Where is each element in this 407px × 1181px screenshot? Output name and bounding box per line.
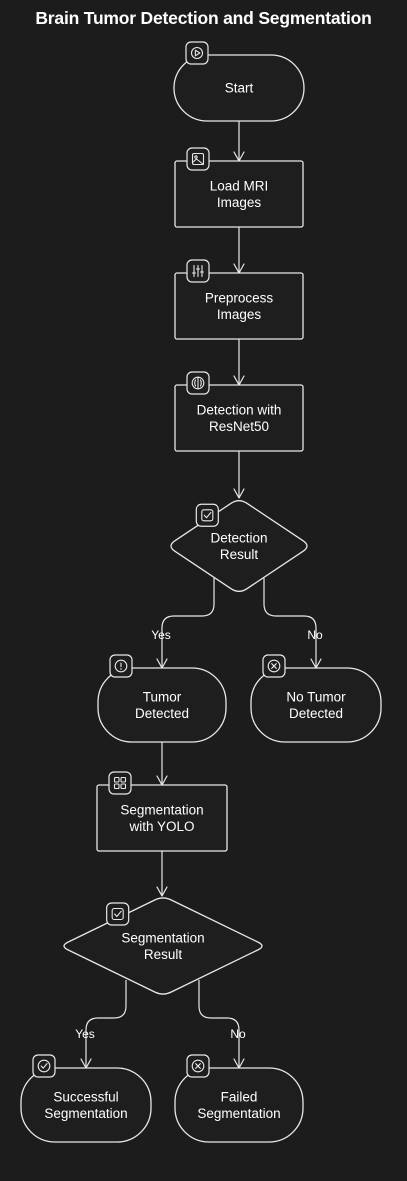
node-start: Start	[173, 54, 305, 122]
node-label: Detection with	[197, 402, 282, 417]
node-label: Segmentation	[120, 802, 203, 817]
edge-segment-seg-result	[156, 851, 168, 897]
edge-label: Yes	[75, 1027, 95, 1041]
badge-frame	[195, 503, 219, 527]
node-label: Failed	[221, 1089, 258, 1104]
edge-label: No	[230, 1027, 246, 1041]
node-badge	[186, 371, 210, 395]
node-label: with YOLO	[128, 819, 194, 834]
node-label: No Tumor	[286, 689, 346, 704]
node-badge	[186, 259, 210, 283]
node-badge	[185, 41, 209, 65]
x-circle-icon	[267, 659, 281, 673]
badge-frame	[185, 41, 209, 65]
edge-start-load	[233, 121, 245, 162]
edge-tumor-segment	[156, 742, 168, 786]
node-load: Load MRI Images	[174, 160, 304, 228]
node-shape	[250, 667, 382, 743]
node-badge	[32, 1054, 56, 1078]
node-shape	[174, 272, 304, 340]
x-circle-icon	[191, 1059, 205, 1073]
grid-icon	[113, 776, 127, 790]
node-label: Preprocess	[205, 290, 274, 305]
node-label: Images	[217, 307, 262, 322]
node-label: Segmentation	[44, 1106, 127, 1121]
node-label: Start	[225, 81, 254, 96]
node-shape	[174, 160, 304, 228]
node-shape	[97, 667, 227, 743]
node-label: Detected	[135, 706, 189, 721]
edge-line	[263, 578, 317, 668]
check-square-icon	[201, 509, 214, 522]
badges-layer	[32, 41, 286, 1078]
edge-detect-result-tumor: Yes	[151, 578, 215, 669]
node-label: Images	[217, 195, 262, 210]
node-badge	[106, 902, 130, 926]
image-icon	[191, 152, 205, 166]
brain-icon	[191, 376, 205, 390]
edge-line	[85, 980, 127, 1068]
edge-label: Yes	[151, 628, 171, 642]
arrowhead	[156, 886, 168, 897]
node-label: Detected	[289, 706, 343, 721]
node-label: Result	[220, 547, 259, 562]
check-circle-icon	[37, 1059, 51, 1073]
check-square-icon	[111, 907, 124, 921]
node-label: Segmentation	[197, 1106, 280, 1121]
edge-label: No	[307, 628, 323, 642]
node-label: ResNet50	[209, 419, 269, 434]
edge-line	[198, 980, 240, 1068]
node-badge	[108, 771, 132, 795]
edge-load-preprocess	[233, 227, 245, 274]
node-label: Segmentation	[121, 930, 204, 945]
node-label: Successful	[53, 1089, 118, 1104]
badge-frame	[108, 771, 132, 795]
edge-seg-result-success: Yes	[75, 980, 127, 1069]
badge-frame	[32, 1054, 56, 1078]
arrowhead	[233, 488, 245, 499]
node-label: Detection	[210, 530, 267, 545]
node-badge	[186, 147, 210, 171]
node-badge	[109, 654, 133, 678]
node-badge	[186, 1054, 210, 1078]
node-segment: Segmentation with YOLO	[96, 784, 228, 852]
sliders-icon	[191, 264, 205, 278]
badge-frame	[106, 902, 130, 926]
play-icon	[190, 46, 204, 60]
node-shape	[20, 1067, 152, 1143]
node-shape	[174, 1067, 304, 1143]
node-shape	[96, 784, 228, 852]
node-label: Result	[144, 947, 183, 962]
node-label: Tumor	[143, 689, 182, 704]
node-shape	[174, 384, 304, 452]
node-badge	[262, 654, 286, 678]
alert-icon	[114, 659, 128, 673]
edge-line	[161, 578, 215, 668]
node-badge	[195, 503, 219, 527]
edge-preprocess-detect	[233, 339, 245, 386]
edge-detect-detect-result	[233, 451, 245, 499]
node-label: Load MRI	[210, 178, 269, 193]
badge-frame	[186, 147, 210, 171]
diagram-title: Brain Tumor Detection and Segmentation	[35, 8, 372, 28]
node-shape	[173, 54, 305, 122]
